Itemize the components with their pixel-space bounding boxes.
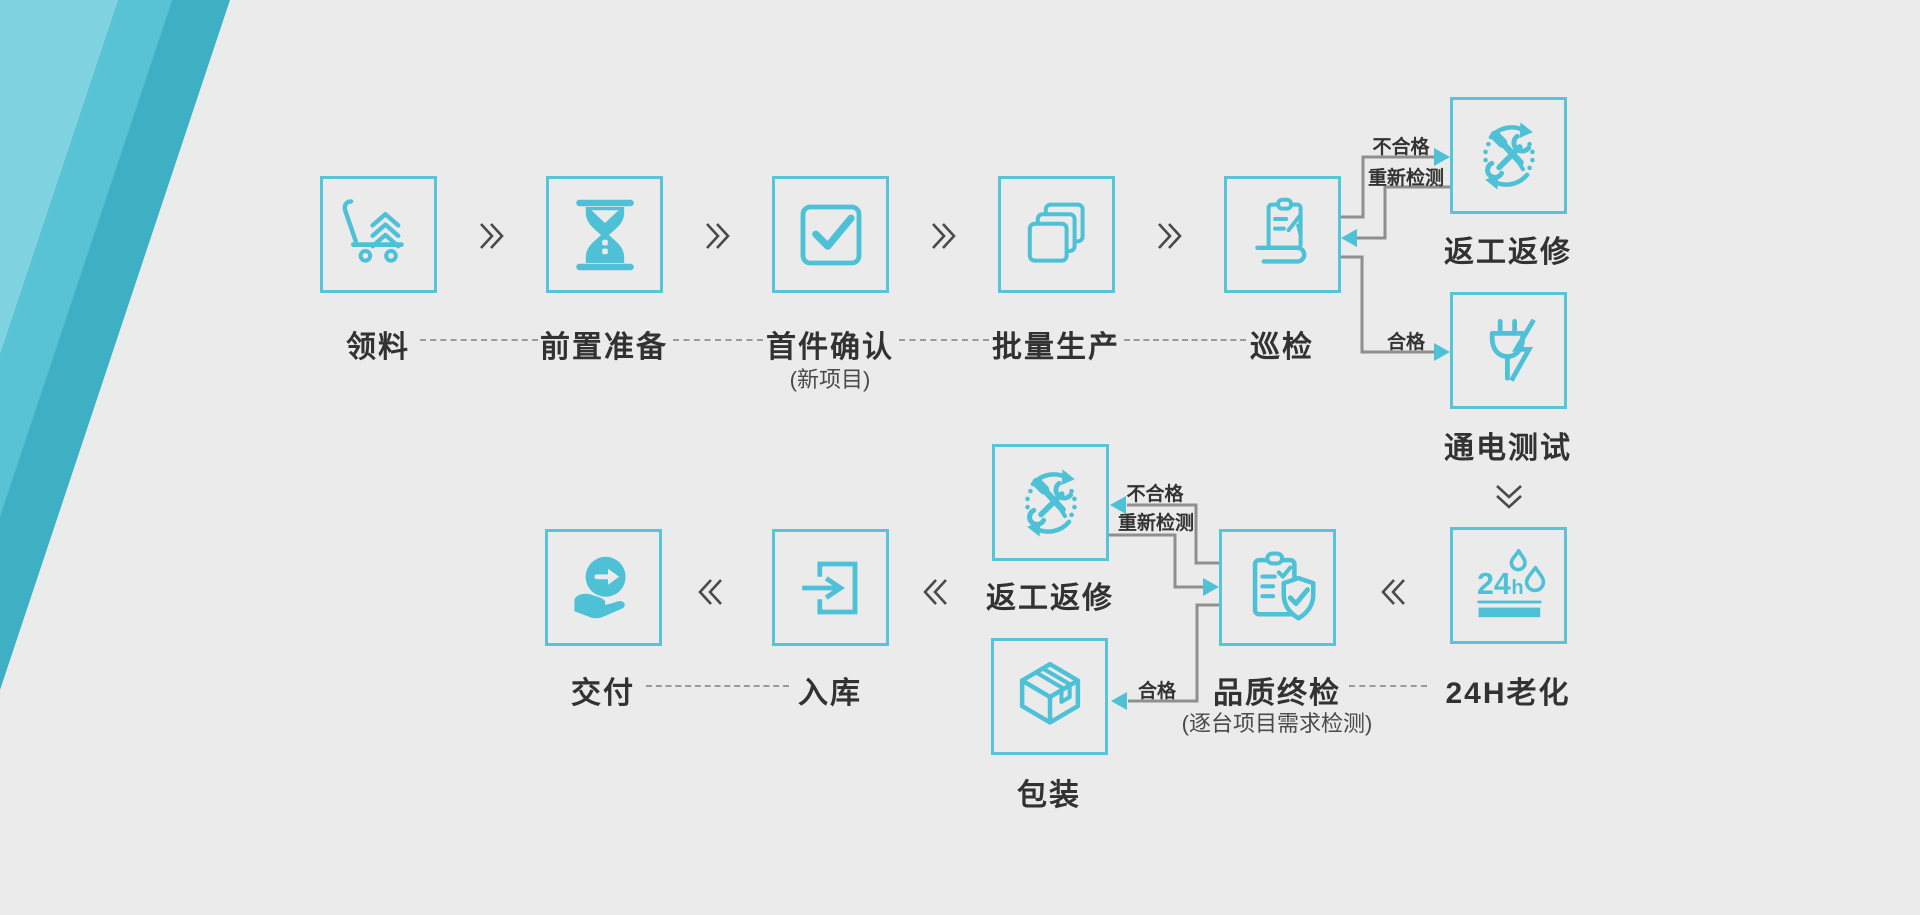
dotted-connector [673, 339, 763, 341]
node-box-rework-bottom [992, 444, 1109, 561]
node-box-first-article [772, 176, 889, 293]
plug-test-icon [1489, 318, 1536, 382]
arrow-to-rework-bottom [1110, 496, 1126, 514]
dotted-connector [899, 339, 989, 341]
label-aging: 24H老化 [1445, 677, 1571, 710]
label-rework-top: 返工返修 [1444, 236, 1572, 269]
chevron-right-icon [480, 223, 504, 249]
label-delivery: 交付 [571, 677, 635, 710]
label-patrol-inspection: 巡检 [1250, 331, 1314, 364]
node-box-preparation [546, 176, 663, 293]
layers-icon [1027, 202, 1085, 263]
label-package: 包装 [1017, 779, 1081, 812]
rework-icon [1482, 121, 1535, 190]
chevron-right-icon [1158, 223, 1182, 249]
label-rework-bottom: 返工返修 [986, 582, 1114, 615]
node-box-warehouse [772, 529, 889, 646]
final-inspection-icon [1252, 551, 1316, 621]
delivery-icon [573, 556, 626, 618]
arrow-to-package [1111, 692, 1127, 710]
chevron-left-icon [923, 579, 947, 605]
edge-label-fail-bottom: 不合格 [1126, 484, 1184, 505]
chevron-right-icon [706, 223, 730, 249]
dotted-connector [1124, 339, 1246, 341]
corner-decoration [0, 0, 230, 690]
edge-label-recheck-top: 重新检测 [1367, 168, 1444, 189]
edge-label-fail-top: 不合格 [1372, 137, 1430, 158]
checkbox-icon [800, 204, 861, 265]
dotted-connector [1349, 685, 1427, 687]
label-material-picking: 领料 [346, 331, 410, 364]
node-box-batch-production [998, 176, 1115, 293]
arrow-to-power-test [1434, 343, 1450, 361]
node-box-delivery [545, 529, 662, 646]
dotted-connector [420, 339, 538, 341]
rework-icon [1024, 468, 1077, 537]
arrow-to-rework-top [1434, 148, 1450, 166]
warehouse-in-icon [801, 561, 857, 614]
arrow-to-final-inspection [1203, 578, 1219, 596]
node-box-material-picking [320, 176, 437, 293]
cart-icon [342, 198, 404, 263]
node-box-rework-top [1450, 97, 1567, 214]
label-final-inspection: 品质终检 [1213, 677, 1341, 710]
label-power-test: 通电测试 [1444, 432, 1572, 465]
aging-24-text: 24 [1477, 567, 1511, 601]
package-icon [1019, 661, 1080, 725]
node-box-final-inspection [1219, 529, 1336, 646]
node-box-package [991, 638, 1108, 755]
chevron-left-icon [698, 579, 722, 605]
sublabel-new-project: (新项目) [789, 367, 871, 392]
label-warehouse: 入库 [798, 677, 862, 710]
node-box-patrol-inspection [1224, 176, 1341, 293]
aging-h-text: h [1511, 577, 1523, 599]
edge-label-recheck-bottom: 重新检测 [1117, 513, 1194, 534]
aging-24h-icon: 24 h [1477, 548, 1545, 617]
hourglass-icon [575, 199, 634, 270]
dotted-connector [646, 685, 789, 687]
chevron-down-icon [1496, 485, 1522, 509]
edge-label-pass-top: 合格 [1386, 332, 1425, 353]
chevron-left-icon [1381, 579, 1405, 605]
chevron-right-icon [932, 223, 956, 249]
arrow-to-patrol [1341, 229, 1357, 247]
sublabel-per-unit-test: (逐台项目需求检测) [1181, 711, 1373, 736]
label-first-article: 首件确认 [766, 331, 894, 364]
label-batch-production: 批量生产 [992, 331, 1120, 364]
patrol-inspection-icon [1254, 197, 1306, 264]
edge-label-pass-bottom: 合格 [1137, 681, 1176, 702]
node-box-aging: 24 h [1450, 527, 1567, 644]
node-box-power-test [1450, 292, 1567, 409]
label-preparation: 前置准备 [540, 331, 668, 364]
